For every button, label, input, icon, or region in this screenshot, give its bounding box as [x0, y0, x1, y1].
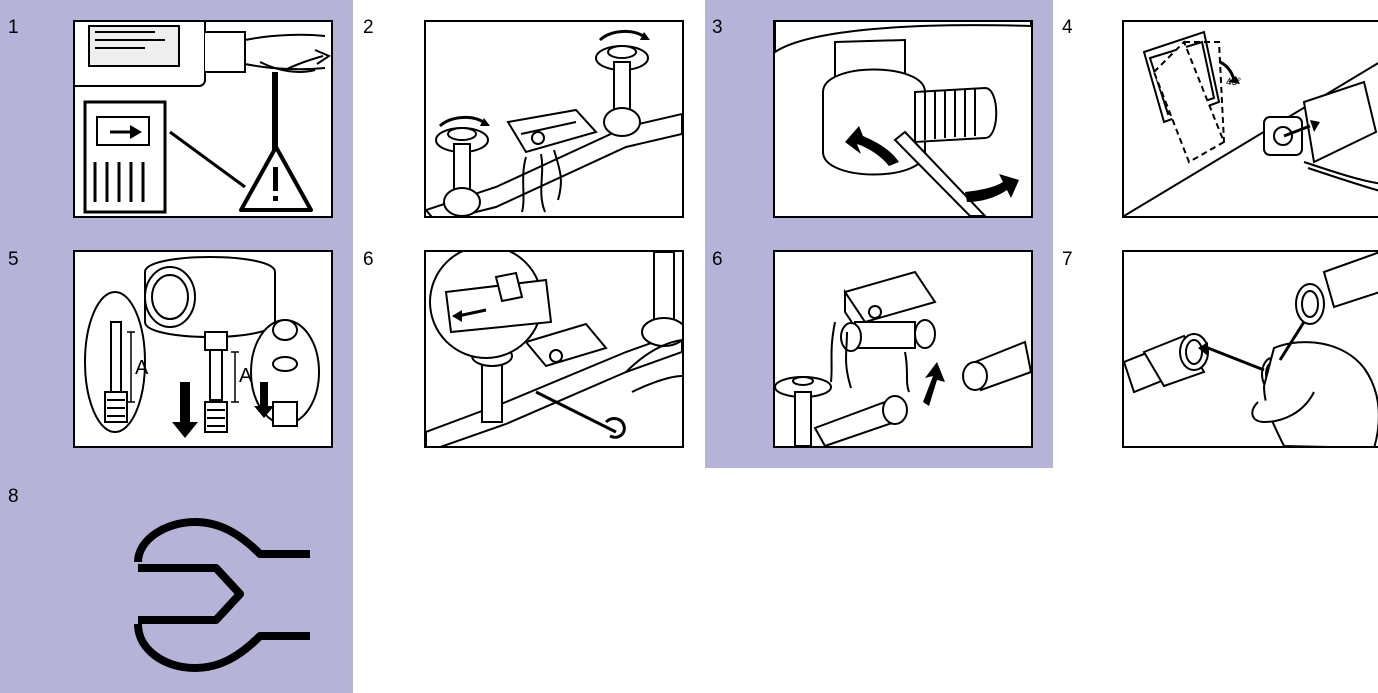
step-number-6a: 6	[363, 250, 374, 269]
step-number-8: 8	[8, 487, 19, 506]
step-number-2: 2	[363, 18, 374, 37]
step-number-1: 1	[8, 18, 19, 37]
step-3-illustration	[773, 20, 1033, 218]
step-6b-illustration	[773, 250, 1033, 448]
step-number-5: 5	[8, 250, 19, 269]
step-5-illustration: A A	[73, 250, 333, 448]
step-number-3: 3	[712, 18, 723, 37]
step-4-illustration: 45°	[1122, 20, 1378, 218]
display-zoom-icon	[85, 102, 165, 212]
step-1-illustration	[73, 20, 333, 218]
step-number-6b: 6	[712, 250, 723, 269]
warning-triangle-icon	[241, 147, 311, 210]
step-2-illustration	[424, 20, 684, 218]
step-number-4: 4	[1062, 18, 1073, 37]
angle-label: 45°	[1226, 77, 1241, 88]
step-number-7: 7	[1062, 250, 1073, 269]
arrow-icon	[923, 362, 945, 406]
dimension-label-a-left: A	[135, 357, 149, 379]
step-8-wrench-icon	[120, 510, 320, 680]
step-7-illustration	[1122, 250, 1378, 448]
step-6a-illustration	[424, 250, 684, 448]
dimension-label-a-right: A	[239, 365, 253, 387]
